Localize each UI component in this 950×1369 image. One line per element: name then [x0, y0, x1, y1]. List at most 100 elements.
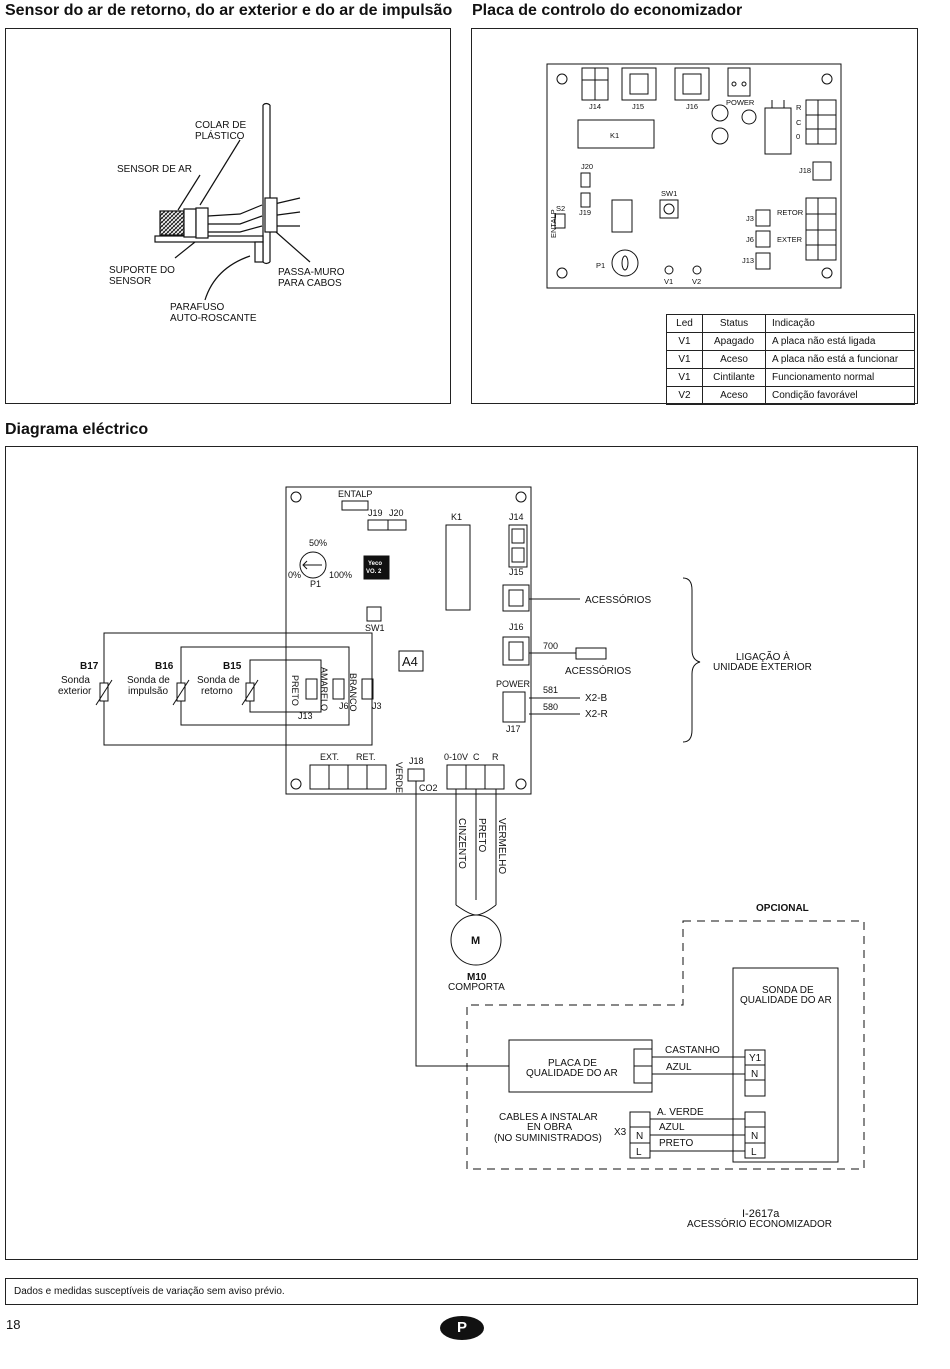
wd-k1: K1 [451, 512, 462, 522]
wd-j3: J3 [372, 701, 382, 711]
wd-preto2: PRETO [476, 818, 487, 852]
wd-p50: 50% [309, 538, 327, 548]
label-suporte-1: SUPORTE DO [109, 265, 175, 276]
wd-b17d-2: exterior [58, 686, 92, 697]
label-sensor: SENSOR DE AR [117, 164, 192, 175]
board-v2: V2 [692, 277, 701, 286]
board-entalp: ENTALP [549, 209, 558, 238]
wd-j20: J20 [389, 508, 404, 518]
wd-ref: I-2617a [742, 1208, 780, 1220]
wd-v010: 0-10V [444, 752, 468, 762]
wd-j15: J15 [509, 567, 524, 577]
wd-b16d-2: impulsão [128, 686, 168, 697]
label-colar-2: PLÁSTICO [195, 129, 245, 142]
board-heading: Placa de controlo do economizador [472, 2, 743, 19]
wd-x2b: X2-B [585, 693, 608, 704]
board-j3: J3 [746, 214, 754, 223]
wd-n1: N [751, 1069, 758, 1080]
board-j13: J13 [742, 256, 754, 265]
wd-l3: L [636, 1147, 642, 1158]
wd-sw1: SW1 [365, 623, 385, 633]
wd-cables-3: (NO SUMINISTRADOS) [494, 1133, 602, 1144]
wd-l2: L [751, 1147, 757, 1158]
board-v1: V1 [664, 277, 673, 286]
sensor-drawing: COLAR DE PLÁSTICO SENSOR DE AR SUPORTE D… [109, 102, 345, 324]
wd-placa-q-2: QUALIDADE DO AR [526, 1068, 618, 1079]
label-passa-2: PARA CABOS [278, 278, 342, 289]
wd-n3: N [636, 1131, 643, 1142]
wd-x3: X3 [614, 1127, 627, 1138]
wd-preto3: PRETO [659, 1138, 693, 1149]
wd-y1: Y1 [749, 1053, 762, 1064]
wiring-panel [5, 446, 918, 1260]
wd-p100: 100% [329, 570, 352, 580]
wd-p0: 0% [288, 570, 301, 580]
wd-cinzento: CINZENTO [456, 818, 467, 869]
wd-azul2: AZUL [659, 1122, 685, 1133]
wd-n2: N [751, 1131, 758, 1142]
wd-entalp: ENTALP [338, 489, 372, 499]
wd-ext: EXT. [320, 752, 339, 762]
board-s2: S2 [556, 204, 565, 213]
wd-comporta: COMPORTA [448, 982, 505, 993]
board-j14: J14 [589, 102, 601, 111]
board-j16: J16 [686, 102, 698, 111]
wd-b17d-1: Sonda [61, 675, 90, 686]
sensor-panel [5, 28, 451, 404]
label-colar-1: COLAR DE [195, 120, 246, 131]
wd-m10: M10 [467, 972, 487, 983]
wd-w700: 700 [543, 641, 558, 651]
sensor-heading: Sensor do ar de retorno, do ar exterior … [5, 2, 453, 19]
wd-amarelo: AMARELO [319, 667, 329, 711]
wd-vermelho: VERMELHO [496, 818, 507, 874]
board-c: C [796, 118, 802, 127]
wd-placa-q-1: PLACA DE [548, 1058, 597, 1069]
led-table-header: Led Status Indicação [666, 314, 915, 333]
wd-r: R [492, 752, 499, 762]
led-table: Led Status Indicação V1 Apagado A placa … [666, 314, 915, 405]
wd-ligacao-2: UNIDADE EXTERIOR [713, 662, 812, 673]
wd-power: POWER [496, 679, 531, 689]
board-retor: RETOR [777, 208, 804, 217]
wd-ligacao-1: LIGAÇÃO À [736, 650, 790, 663]
board-r: R [796, 103, 802, 112]
wd-acessorios1: ACESSÓRIOS [585, 593, 651, 606]
board-zero: 0 [796, 132, 800, 141]
label-suporte-2: SENSOR [109, 276, 151, 287]
wd-branco: BRANCO [348, 673, 358, 712]
board-j20: J20 [581, 162, 593, 171]
wd-castanho: CASTANHO [665, 1045, 720, 1056]
language-badge: P [440, 1316, 484, 1340]
wd-b16: B16 [155, 661, 174, 672]
wd-j6: J6 [339, 701, 349, 711]
wd-j18: J18 [409, 756, 424, 766]
led-cell: V2 [666, 386, 703, 405]
indicacao-cell: Condição favorável [765, 386, 915, 405]
wd-b15: B15 [223, 661, 242, 672]
wd-w580: 580 [543, 702, 558, 712]
board-j6: J6 [746, 235, 754, 244]
board-drawing: J14 J15 J16 POWER R C 0 K1 J20 J18 SW1 S… [546, 63, 842, 289]
wd-opcional: OPCIONAL [756, 903, 809, 914]
wd-m: M [471, 935, 480, 947]
wd-j17: J17 [506, 724, 521, 734]
wd-j16: J16 [509, 622, 524, 632]
wd-b16d-1: Sonda de [127, 675, 170, 686]
board-j19: J19 [579, 208, 591, 217]
wd-co2: CO2 [419, 783, 438, 793]
wd-sonda-q-2: QUALIDADE DO AR [740, 995, 832, 1006]
board-j15: J15 [632, 102, 644, 111]
wd-averde: A. VERDE [657, 1107, 704, 1118]
label-passa-1: PASSA-MURO [278, 267, 345, 278]
board-sw1: SW1 [661, 189, 677, 198]
wd-ref2: ACESSÓRIO ECONOMIZADOR [687, 1217, 832, 1230]
board-p1: P1 [596, 261, 605, 270]
footer-note: Dados e medidas susceptíveis de variação… [5, 1278, 918, 1305]
wd-a4: A4 [402, 654, 418, 669]
label-parafuso-1: PARAFUSO [170, 302, 224, 313]
label-parafuso-2: AUTO-ROSCANTE [170, 313, 257, 324]
wd-w581: 581 [543, 685, 558, 695]
wd-j13: J13 [298, 711, 313, 721]
wd-b17: B17 [80, 661, 99, 672]
